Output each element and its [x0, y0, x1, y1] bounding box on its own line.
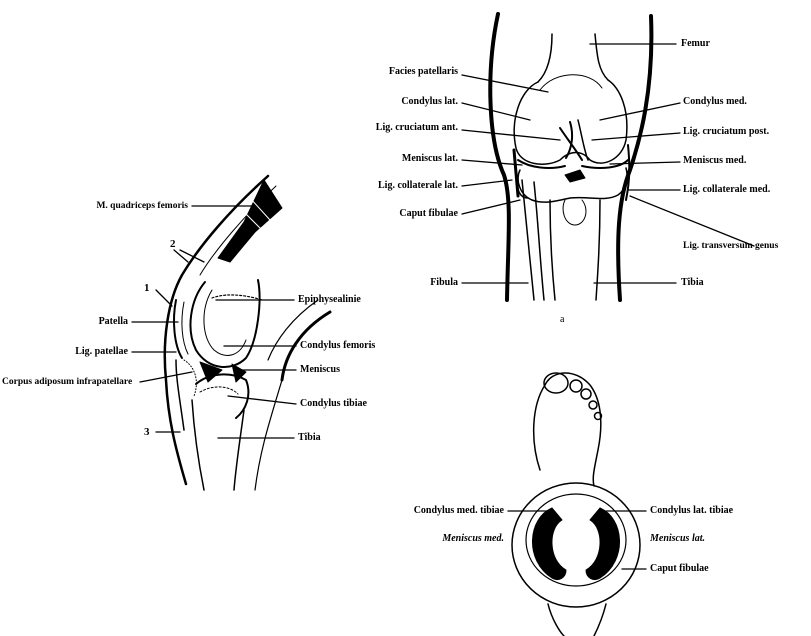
label-meniscus-lat-top: Meniscus lat.: [650, 533, 705, 545]
label-meniscus: Meniscus: [300, 364, 340, 376]
label-lig-cruciatum-ant: Lig. cruciatum ant.: [330, 122, 458, 134]
label-meniscus-lat: Meniscus lat.: [350, 153, 458, 165]
label-epiphysealinie: Epiphysealinie: [298, 294, 361, 306]
anterior-knee-drawing: [490, 14, 651, 300]
label-patella: Patella: [60, 316, 128, 328]
label-condylus-femoris: Condylus femoris: [300, 340, 375, 352]
label-lig-transversum-genus: Lig. transversum genus: [683, 240, 778, 252]
label-tibia-sagittal: Tibia: [298, 432, 321, 444]
label-condylus-med-tibiae: Condylus med. tibiae: [394, 505, 504, 517]
label-caput-fibulae-top: Caput fibulae: [650, 563, 709, 575]
label-caput-fibulae: Caput fibulae: [350, 208, 458, 220]
label-lig-cruciatum-post: Lig. cruciatum post.: [683, 126, 769, 138]
label-femur: Femur: [681, 38, 710, 50]
label-lig-collaterale-med: Lig. collaterale med.: [683, 184, 770, 196]
label-corpus-adiposum: Corpus adiposum infrapatellare: [2, 376, 132, 388]
label-condylus-tibiae: Condylus tibiae: [300, 398, 367, 410]
marker-1: 1: [144, 282, 150, 294]
label-fibula: Fibula: [380, 277, 458, 289]
label-condylus-lat: Condylus lat.: [350, 96, 458, 108]
figure-a-caption: a: [560, 314, 564, 326]
label-m-quadriceps: M. quadriceps femoris: [60, 200, 188, 212]
label-condylus-med: Condylus med.: [683, 96, 747, 108]
label-tibia-a: Tibia: [681, 277, 704, 289]
tibial-plateau-drawing: [512, 373, 640, 636]
marker-2: 2: [170, 238, 176, 250]
sagittal-leader-lines: [132, 206, 296, 438]
label-facies-patellaris: Facies patellaris: [350, 66, 458, 78]
label-condylus-lat-tibiae: Condylus lat. tibiae: [650, 505, 733, 517]
label-lig-collaterale-lat: Lig. collaterale lat.: [330, 180, 458, 192]
label-lig-patellae: Lig. patellae: [40, 346, 128, 358]
label-meniscus-med-top: Meniscus med.: [414, 533, 504, 545]
label-meniscus-med: Meniscus med.: [683, 155, 746, 167]
plateau-leader-lines: [508, 511, 646, 569]
marker-3: 3: [144, 426, 150, 438]
